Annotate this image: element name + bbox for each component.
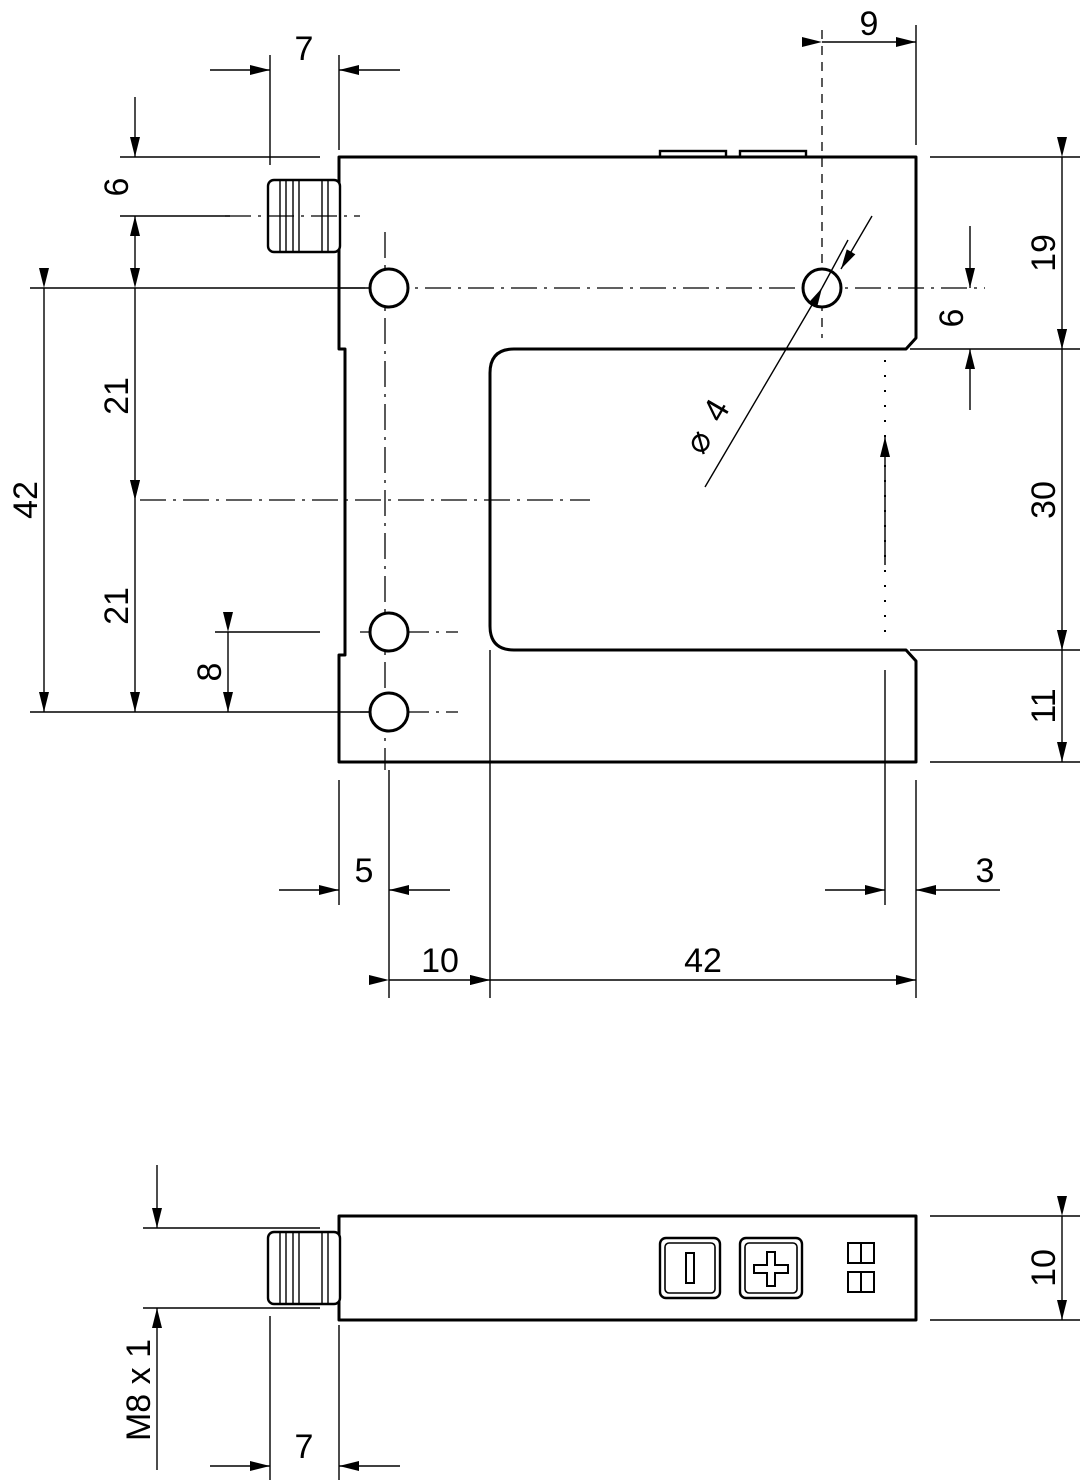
dim-side-connector-thread: M8 x 1	[120, 1339, 158, 1441]
dim-bottom-leg-height: 11	[1025, 688, 1063, 723]
dim-right-top-height: 19	[1025, 234, 1063, 272]
dim-upper-half: 21	[98, 377, 136, 415]
hole-mid-left	[368, 611, 410, 653]
dim-bottom-hole-spacing: 8	[191, 663, 229, 682]
dim-overall-height: 42	[7, 481, 45, 519]
dim-side-height: 10	[1025, 1249, 1063, 1287]
dim-hole-diameter: 4	[695, 393, 737, 428]
dim-right-hole-offset: 6	[933, 309, 971, 328]
side-body-outline	[337, 1214, 918, 1322]
top-pad-left	[658, 149, 728, 159]
front-view	[140, 30, 985, 770]
dim-top-connector-width: 7	[295, 30, 314, 68]
side-view	[266, 1214, 918, 1322]
dim-side-connector-width: 7	[295, 1428, 314, 1466]
hole-top-left	[368, 267, 410, 309]
dim-hole-diameter-symbol: ⌀	[677, 423, 720, 460]
minus-button-icon	[658, 1236, 722, 1300]
sensor-body-outline	[337, 155, 918, 764]
plus-button-icon	[738, 1236, 804, 1300]
dim-right-edge-offset: 3	[976, 852, 995, 890]
top-pad-right	[738, 149, 808, 159]
dim-lower-half: 21	[98, 587, 136, 625]
dim-left-connector-height: 6	[98, 178, 136, 197]
side-dimensions: M8 x 1 10 7	[120, 1165, 1080, 1480]
dim-hole-to-slot: 10	[421, 942, 459, 980]
front-dimensions: 7 9 6 19 6 ⌀ 4 42	[7, 5, 1080, 998]
dim-top-offset-right: 9	[860, 5, 879, 43]
dim-slot-height: 30	[1025, 481, 1063, 519]
led-indicators-icon	[847, 1242, 875, 1293]
connector-side	[266, 1230, 342, 1306]
hole-bottom-left	[368, 691, 410, 733]
dim-slot-depth: 42	[684, 942, 722, 980]
dim-left-hole-offset: 5	[355, 852, 374, 890]
